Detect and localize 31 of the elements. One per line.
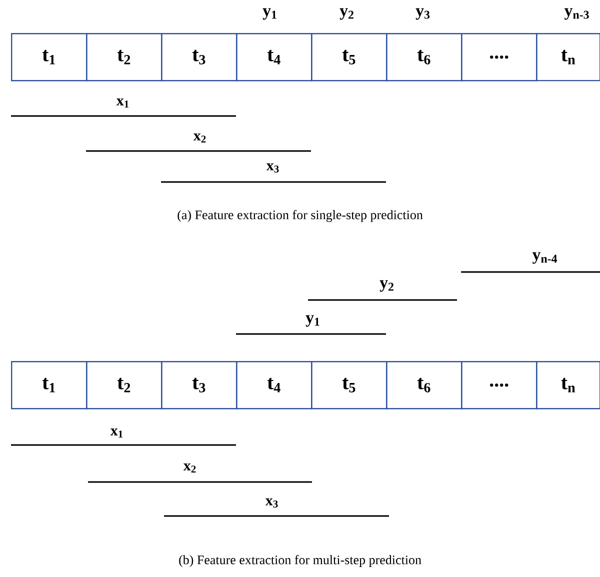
caption: (b) Feature extraction for multi-step prediction <box>179 555 422 567</box>
input-label: x$_{2}$ <box>193 133 206 143</box>
timestep-cell: t$_{2}$ <box>86 361 162 410</box>
input-label: x$_{3}$ <box>265 498 278 508</box>
output-label: y$_{n-4}$ <box>532 252 558 264</box>
timestep-cell: t$_{5}$ <box>311 33 388 82</box>
timestep-cell: t$_{4}$ <box>236 361 312 410</box>
timestep-cell: t$_{5}$ <box>311 361 388 410</box>
timestep-cell: t$_{n}$ <box>536 33 600 82</box>
timestep-cell: t$_{6}$ <box>386 33 462 82</box>
input-label: x$_{1}$ <box>110 428 123 438</box>
timestep-cell: t$_{6}$ <box>386 361 462 410</box>
output-label: y$_{1}$ <box>262 8 276 20</box>
timestep-cell: t$_{3}$ <box>161 361 238 410</box>
input-label: x$_{1}$ <box>116 98 129 108</box>
timestep-cell: t$_{n}$ <box>536 361 600 410</box>
output-label: y$_{n-3}$ <box>564 8 589 20</box>
timestep-cell: t$_{4}$ <box>236 33 312 82</box>
output-label: y$_{3}$ <box>416 8 430 20</box>
timestep-cell: t$_{1}$ <box>11 361 88 410</box>
timestep-cell: .... <box>461 361 538 410</box>
caption: (a) Feature extraction for single-step prediction <box>178 210 423 222</box>
timestep-cell: t$_{1}$ <box>11 33 88 82</box>
output-label: y$_{2}$ <box>380 280 394 292</box>
output-label: y$_{2}$ <box>340 8 354 20</box>
input-label: x$_{3}$ <box>266 163 279 173</box>
input-label: x$_{2}$ <box>183 463 196 473</box>
output-label: y$_{1}$ <box>306 315 320 327</box>
timestep-cell: t$_{3}$ <box>161 33 238 82</box>
timestep-cell: t$_{2}$ <box>86 33 162 82</box>
timestep-cell: .... <box>461 33 538 82</box>
